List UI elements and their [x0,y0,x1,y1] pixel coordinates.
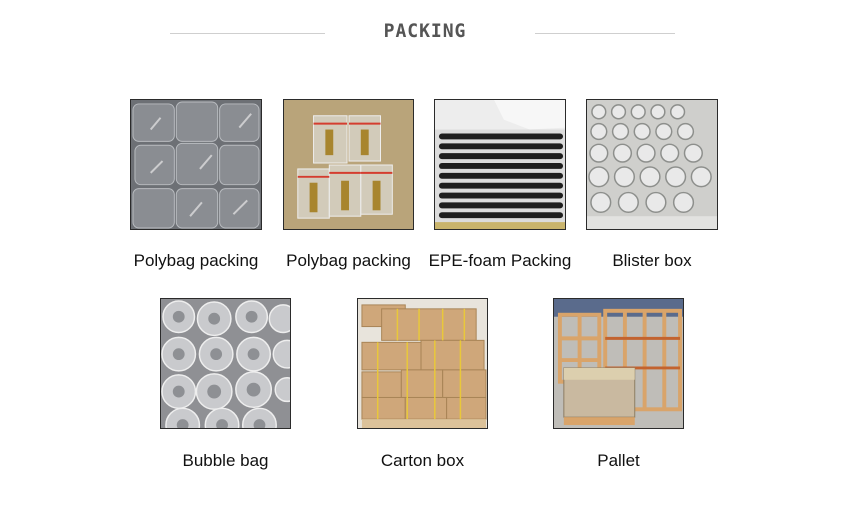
caption: Pallet [597,451,640,470]
wooden-crate-pallet-photo [553,298,684,429]
caption: Polybag packing [286,251,411,270]
caption: Carton box [380,451,465,470]
page-title: PACKING [383,20,467,42]
bubble-bag-rings-photo [160,298,291,429]
caption: EPE-foam Packing [428,251,572,270]
blister-tray-photo [586,99,718,230]
header-rule-right [535,33,675,34]
caption: Bubble bag [182,451,269,470]
carton-boxes-pallet-photo [357,298,488,429]
caption: Polybag packing [133,251,259,270]
caption: Blister box [612,251,692,270]
polybag-brass-fittings-photo [283,99,414,230]
header-rule-left [170,33,325,34]
epe-foam-tray-photo [434,99,566,230]
polybag-screws-photo [130,99,262,230]
